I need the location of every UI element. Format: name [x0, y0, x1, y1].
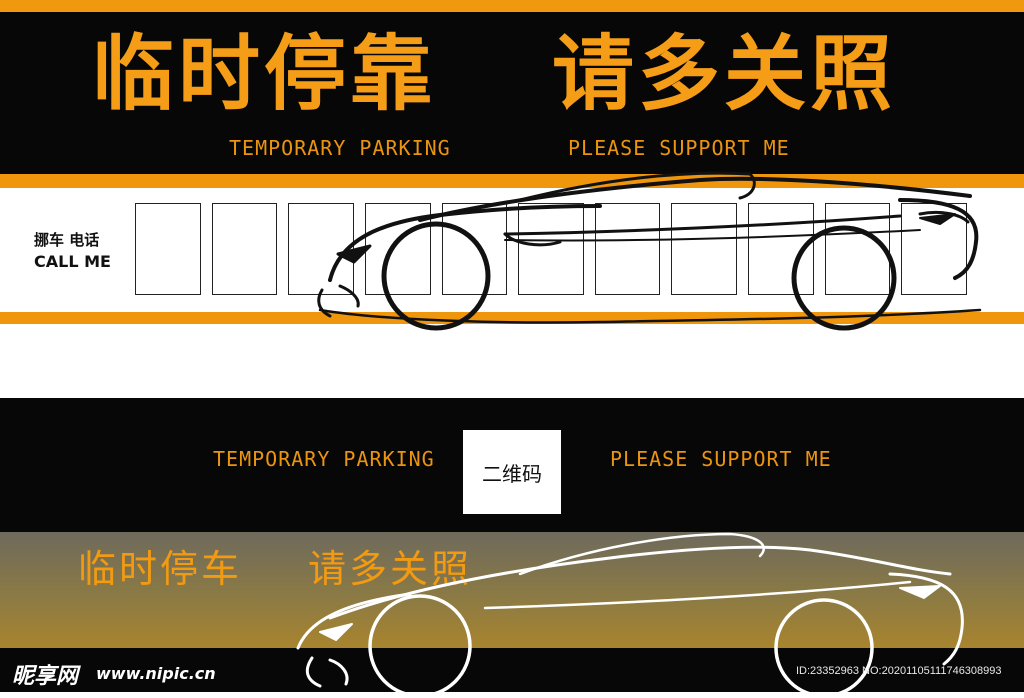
bottom-subtitle-temporary-parking-en: TEMPORARY PARKING: [213, 447, 435, 471]
watermark-id: ID:23352963 NO:20201105111746308993: [796, 665, 1002, 677]
phone-digit-box[interactable]: [518, 203, 584, 295]
top-header-panel: [0, 12, 1024, 174]
bottom-gradient-panel: [0, 532, 1024, 648]
phone-digit-box[interactable]: [671, 203, 738, 295]
phone-digit-box[interactable]: [135, 203, 201, 295]
phone-digit-box[interactable]: [594, 203, 661, 295]
call-label-en: CALL ME: [34, 252, 111, 271]
car-silhouette-dark-icon: [317, 171, 982, 331]
phone-digit-box[interactable]: [211, 203, 278, 295]
bottom-title-please-support-cn: 请多关照: [308, 547, 473, 591]
bottom-title-temporary-parking-cn: 临时停车: [78, 547, 243, 591]
qr-code-placeholder: 二维码: [463, 430, 561, 514]
phone-digit-box[interactable]: [441, 203, 508, 295]
subtitle-please-support-en: PLEASE SUPPORT ME: [568, 136, 790, 160]
top-orange-stripe: [0, 0, 1024, 12]
title-temporary-parking-cn: 临时停靠: [92, 27, 437, 122]
watermark-url[interactable]: www.nipic.cn: [96, 664, 216, 683]
bottom-subtitle-please-support-en: PLEASE SUPPORT ME: [610, 447, 832, 471]
top-orange-bottom-stripe: [0, 312, 1024, 324]
watermark-logo: 昵享网: [12, 664, 79, 689]
qr-code-label: 二维码: [482, 461, 542, 486]
call-label-cn: 挪车 电话: [34, 231, 100, 249]
title-please-support-cn: 请多关照: [552, 27, 897, 122]
subtitle-temporary-parking-en: TEMPORARY PARKING: [229, 136, 451, 160]
